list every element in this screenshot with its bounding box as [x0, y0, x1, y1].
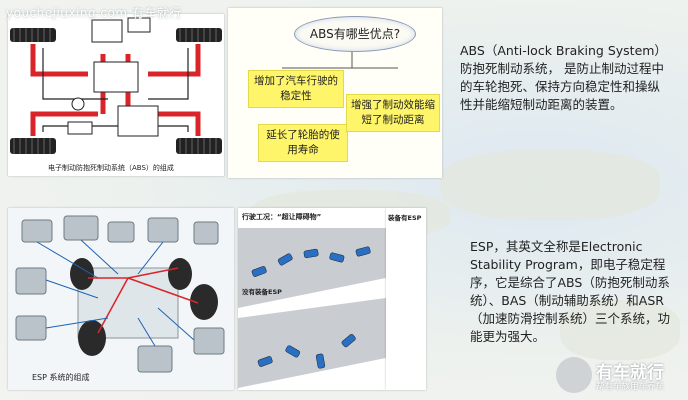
- scenario-label-without: 没有装备ESP: [242, 288, 282, 296]
- map-continent: [560, 300, 680, 360]
- tire-front-right: [176, 28, 222, 42]
- component-gyro: [15, 267, 47, 295]
- tire-front-left: [10, 28, 56, 42]
- warning-lamp: [71, 97, 85, 111]
- component-hydraulic-unit: [137, 345, 173, 373]
- abs-description: ABS（Anti-lock Braking System）防抱死制动系统， 是防…: [460, 43, 667, 112]
- hydraulic-modulator: [93, 61, 139, 93]
- relay: [67, 121, 93, 135]
- abs-diagram-caption: 电子制动防抱死制动系统（ABS）的组成: [48, 164, 174, 172]
- abs-ecu: [117, 105, 159, 137]
- tire-rear-right: [176, 138, 222, 154]
- scenario-label-with: 装备有ESP: [388, 214, 422, 222]
- advantages-title-cloud: ABS有哪些优点?: [294, 16, 416, 52]
- component-sensor: [21, 219, 53, 243]
- component-steering-sensor: [15, 315, 47, 341]
- advantage-stability: 增加了汽车行驶的稳定性: [248, 70, 344, 108]
- component-valve: [147, 217, 179, 243]
- abs-diagram-drawing: [10, 17, 222, 154]
- component-switch: [107, 221, 135, 243]
- component-ecu: [193, 327, 225, 355]
- brand-logo: 有车就行 帮有车族用车养车: [556, 355, 684, 395]
- tire-rear-left: [10, 138, 56, 154]
- scenario-notes: 装备有ESP: [386, 208, 426, 390]
- scenario-title: 行驶工况：“超让障碍物”: [242, 213, 322, 221]
- esp-driving-scenario: 行驶工况：“超让障碍物” 没有装备ESP: [238, 208, 386, 390]
- component-connector: [193, 221, 219, 245]
- site-watermark: youchejiuxing.com 有车就行: [6, 6, 182, 20]
- esp-description: ESP，其英文全称是Electronic Stability Program，即…: [470, 239, 671, 344]
- component-pump: [63, 215, 99, 241]
- scenario-road: [238, 228, 386, 388]
- map-continent: [440, 150, 660, 220]
- brand-name: 有车就行: [596, 363, 664, 383]
- esp-diagram-drawing: [8, 208, 234, 390]
- abs-diagram: 电子制动防抱死制动系统（ABS）的组成: [8, 14, 224, 176]
- esp-components-diagram: ESP 系统的组成: [8, 208, 234, 390]
- advantages-title: ABS有哪些优点?: [309, 27, 401, 41]
- gear-shift-icon: [556, 357, 592, 393]
- esp-diagram-caption: ESP 系统的组成: [32, 373, 90, 382]
- brake-booster: [127, 17, 151, 33]
- brand-tagline: 帮有车族用车养车: [596, 382, 665, 392]
- master-cylinder: [91, 19, 123, 43]
- advantage-braking: 增强了制动效能缩短了制动距离: [346, 94, 440, 132]
- advantages-connector-lines: [282, 52, 398, 69]
- advantage-tire-life: 延长了轮胎的使用寿命: [258, 124, 348, 162]
- sensor-wiring: [42, 48, 189, 132]
